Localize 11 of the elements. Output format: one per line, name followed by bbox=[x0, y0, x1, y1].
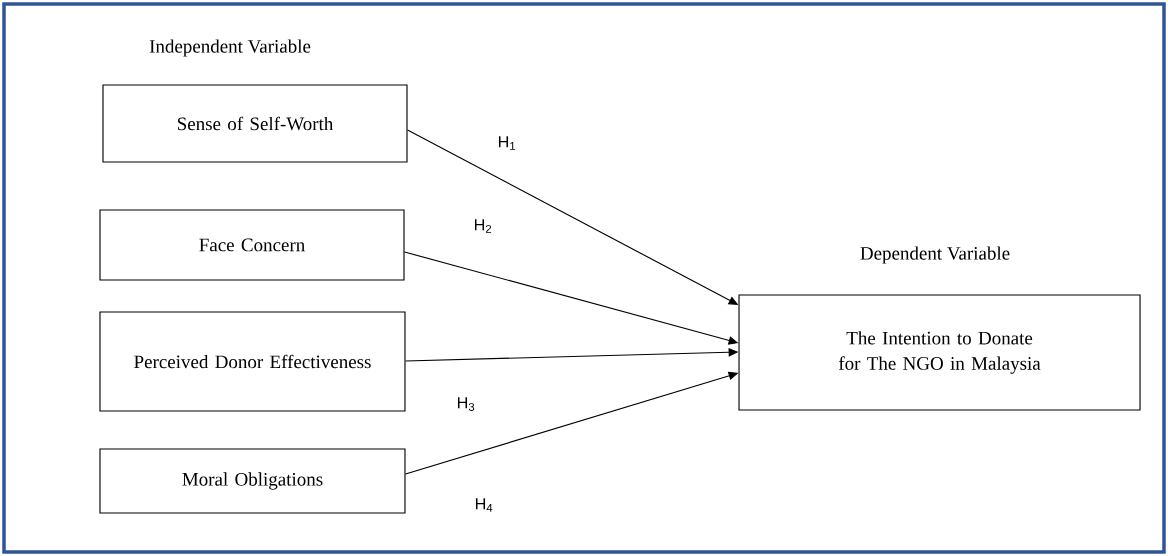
variable-box: Moral Obligations bbox=[99, 448, 406, 514]
variable-box: Face Concern bbox=[99, 209, 405, 281]
variable-box: Sense of Self-Worth bbox=[102, 84, 408, 163]
heading: Independent Variable bbox=[149, 39, 311, 57]
edge-label: H$_{3}$ bbox=[458, 397, 475, 411]
variable-box: The Intention to Donate for The NGO in Malaysia bbox=[738, 294, 1141, 411]
variable-box: Perceived Donor Effectiveness bbox=[99, 311, 406, 412]
edge-label: H$_{4}$ bbox=[476, 498, 493, 512]
heading: Dependent Variable bbox=[860, 246, 1010, 264]
edge-label: H$_{2}$ bbox=[475, 219, 492, 233]
edge-label: H$_{1}$ bbox=[499, 136, 516, 150]
